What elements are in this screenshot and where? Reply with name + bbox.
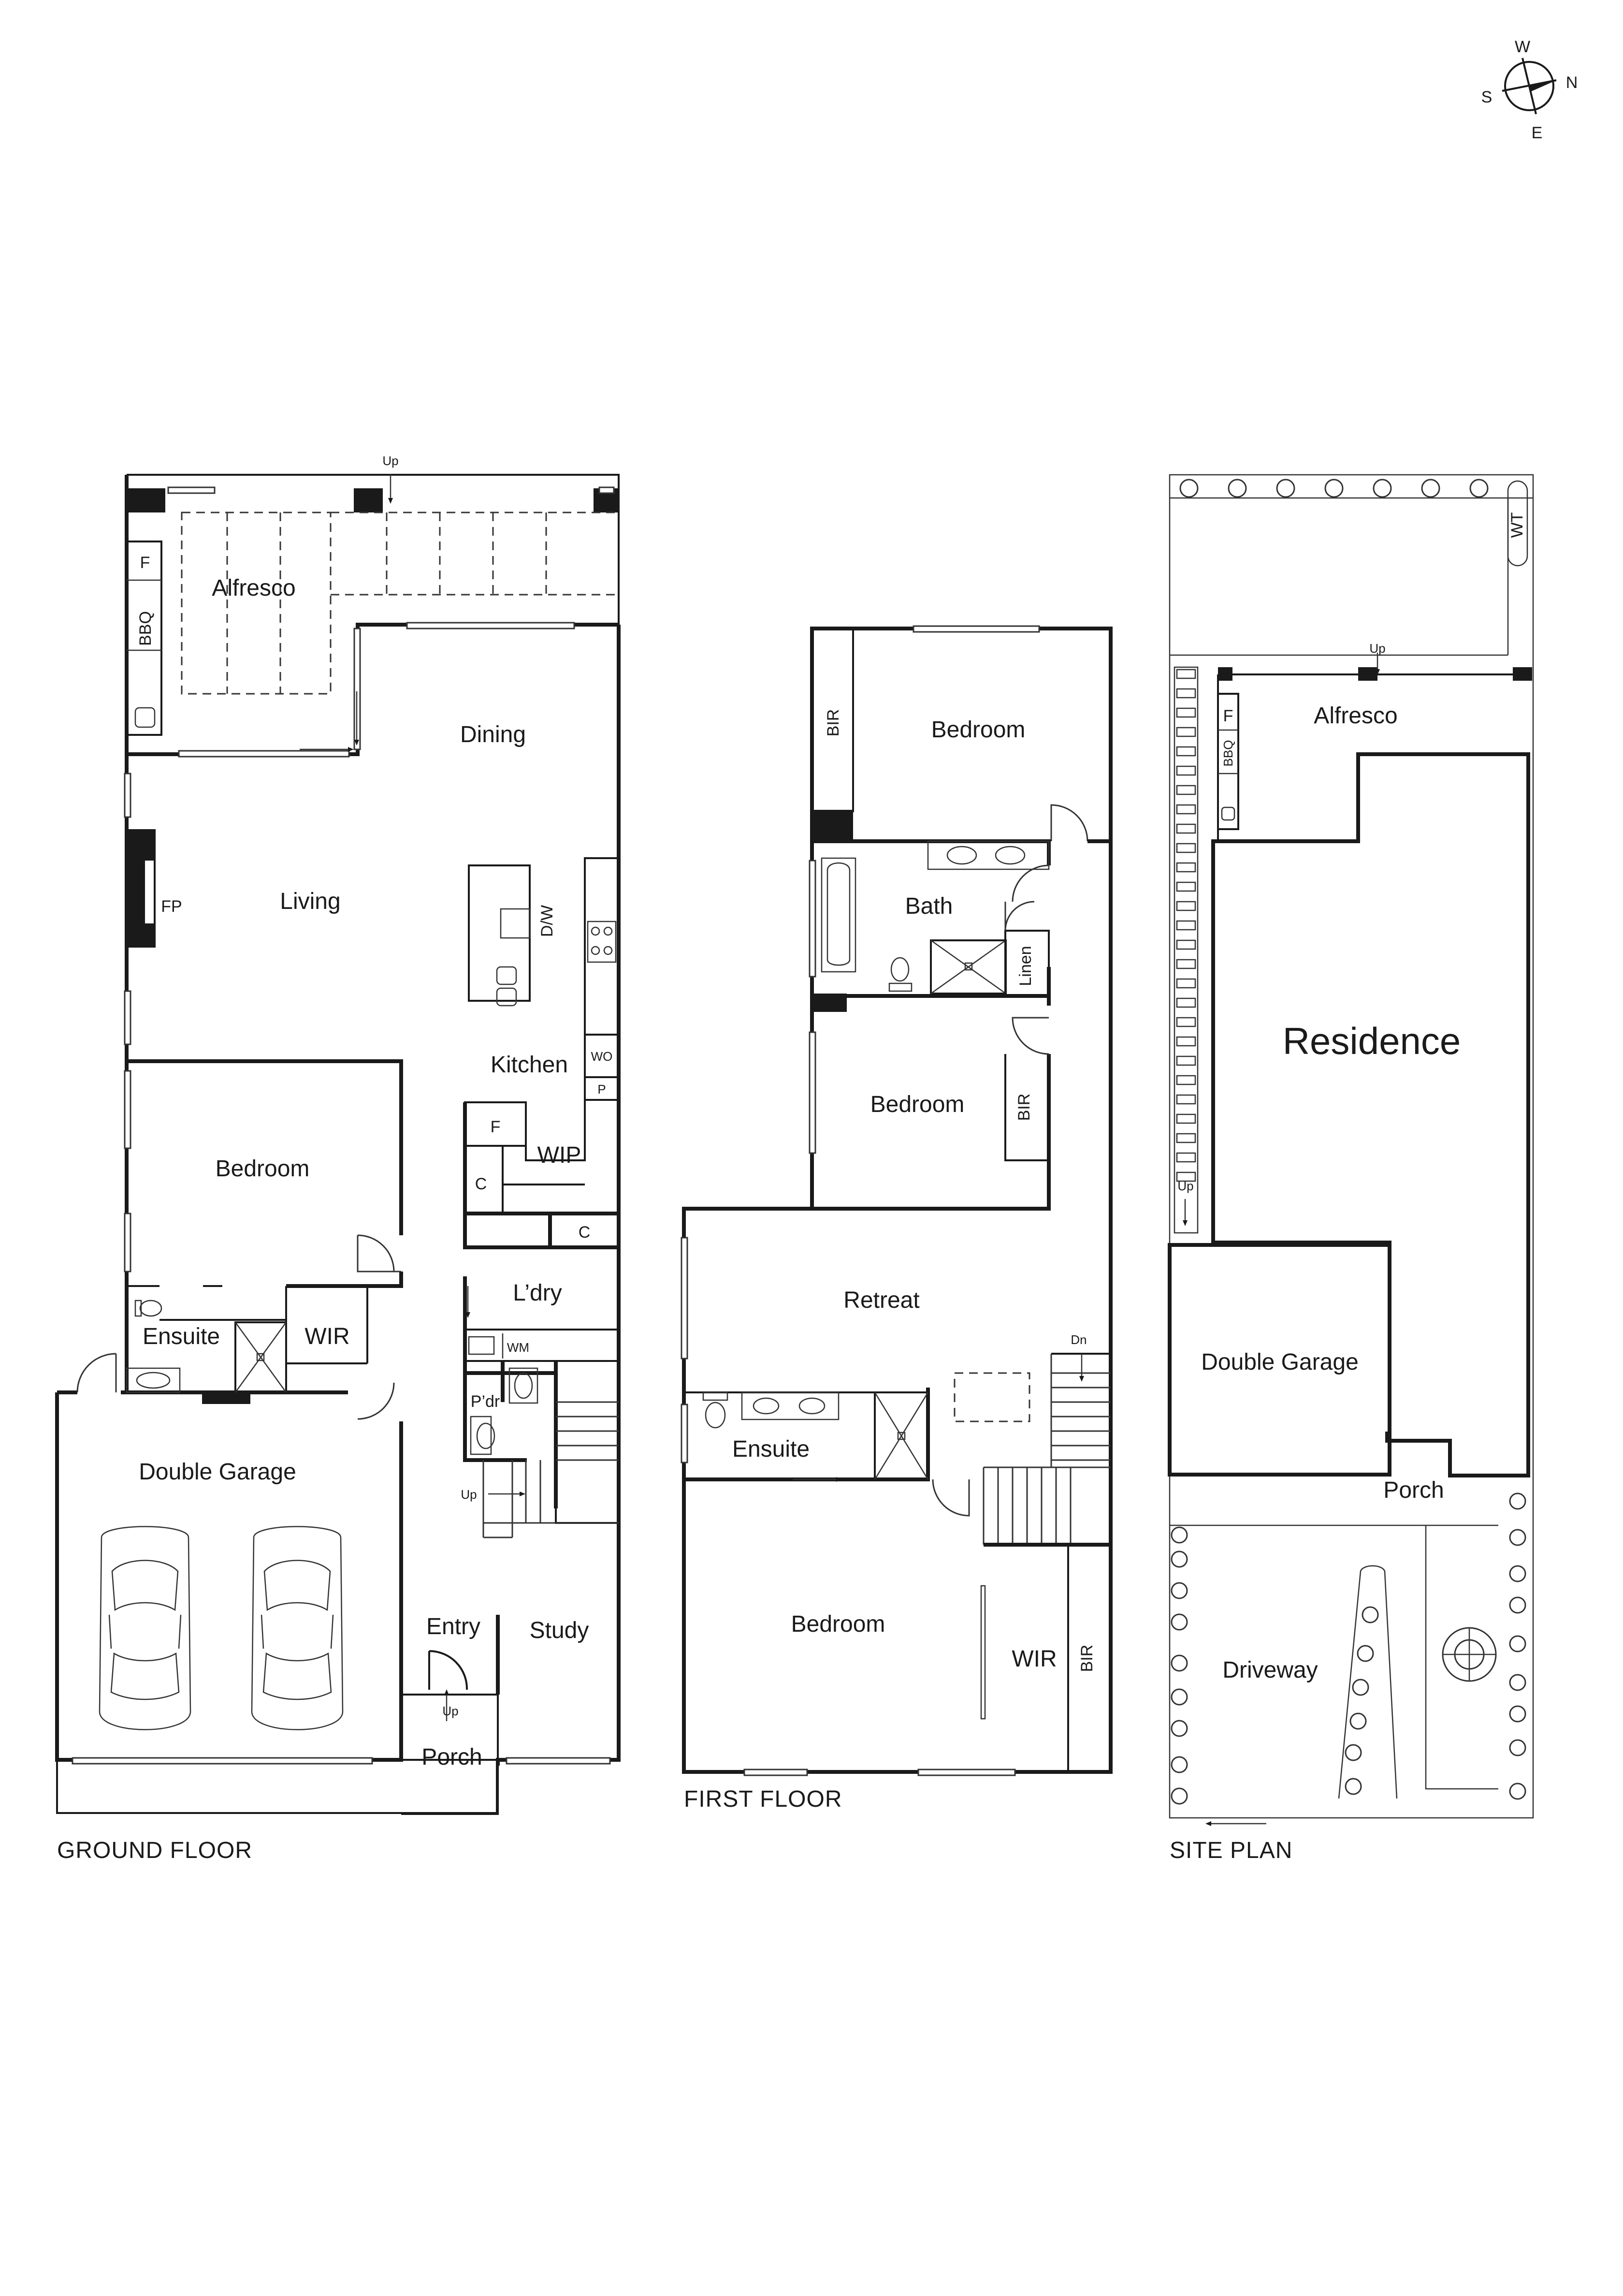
wip-fridge-label: F — [491, 1118, 501, 1136]
room-bedroom-1: Bedroom — [931, 717, 1026, 743]
room-wir-ff: WIR — [1012, 1646, 1057, 1672]
cupboard-label-2: C — [579, 1223, 591, 1242]
room-ensuite-ff: Ensuite — [732, 1436, 810, 1462]
water-tank-label: WT — [1508, 512, 1526, 538]
site-porch-label: Porch — [1383, 1477, 1444, 1503]
room-wip: WIP — [537, 1142, 581, 1168]
bir-label-3: BIR — [1078, 1645, 1096, 1672]
room-entry: Entry — [426, 1614, 480, 1639]
gf-stairs-up-label: Up — [461, 1487, 477, 1502]
cupboard-label-1: C — [475, 1175, 487, 1193]
site-path-up-label: Up — [1177, 1179, 1193, 1193]
residence-label: Residence — [1283, 1020, 1461, 1062]
first-floor-stairs — [983, 1353, 1111, 1545]
dishwasher-label: D/W — [538, 905, 556, 937]
bir-label-1: BIR — [824, 709, 842, 737]
room-alfresco: Alfresco — [212, 575, 295, 601]
site-alfresco-label: Alfresco — [1314, 703, 1397, 729]
bbq-label: BBQ — [136, 611, 155, 646]
room-retreat: Retreat — [843, 1287, 919, 1313]
room-living: Living — [280, 889, 340, 914]
compass-west: W — [1515, 38, 1530, 56]
shrub-icon — [1171, 1526, 1188, 1805]
site-bbq-label: BBQ — [1221, 740, 1235, 767]
room-study: Study — [530, 1618, 589, 1643]
driveway-label: Driveway — [1222, 1657, 1318, 1683]
pantry-label: P — [597, 1082, 606, 1097]
compass-north: N — [1566, 73, 1578, 92]
shrub-icon — [1509, 1492, 1526, 1800]
first-floor-caption: FIRST FLOOR — [684, 1786, 842, 1812]
alfresco-fridge-label: F — [140, 554, 150, 572]
room-powder: P’dr — [471, 1392, 500, 1411]
room-ensuite: Ensuite — [143, 1324, 220, 1349]
ground-floor-caption: GROUND FLOOR — [57, 1838, 252, 1863]
room-double-garage: Double Garage — [139, 1459, 296, 1485]
car-icon — [99, 1526, 191, 1730]
ground-floor-stairs — [482, 1360, 620, 1538]
site-plan-caption: SITE PLAN — [1170, 1838, 1292, 1863]
bir-label-2: BIR — [1015, 1094, 1033, 1121]
shrub-icon — [1345, 1606, 1379, 1795]
compass-east: E — [1532, 124, 1543, 142]
washing-machine-label: WM — [507, 1340, 529, 1355]
room-bedroom: Bedroom — [216, 1156, 310, 1182]
site-fridge-label: F — [1223, 707, 1233, 725]
ff-stairs-down-label: Dn — [1071, 1332, 1087, 1347]
room-bedroom-2: Bedroom — [870, 1092, 965, 1117]
room-kitchen: Kitchen — [491, 1052, 568, 1078]
compass-south: S — [1481, 88, 1493, 106]
room-laundry: L’dry — [513, 1280, 562, 1306]
alfresco-up-label: Up — [382, 453, 398, 468]
room-porch: Porch — [421, 1744, 482, 1770]
fireplace-label: FP — [161, 897, 182, 916]
site-alfresco-up-label: Up — [1369, 641, 1385, 656]
compass: W N S E — [1481, 38, 1578, 142]
room-dining: Dining — [460, 722, 526, 747]
ground-floor-plan: F BBQ Up FP D/W — [55, 453, 621, 1863]
first-floor-plan: BIR Linen BIR — [681, 625, 1113, 1812]
linen-label: Linen — [1016, 946, 1035, 986]
room-wir: WIR — [304, 1324, 349, 1349]
car-icon — [251, 1526, 344, 1730]
site-garage-label: Double Garage — [1201, 1349, 1359, 1375]
site-plan: WT — [1168, 474, 1534, 1863]
tree-icon — [1179, 479, 1489, 498]
room-bath: Bath — [905, 893, 953, 919]
wall-oven-label: WO — [591, 1049, 613, 1064]
side-path-pavers — [1176, 669, 1196, 1182]
room-bedroom-3: Bedroom — [791, 1611, 885, 1637]
large-tree-icon — [1442, 1627, 1497, 1682]
entry-up-label: Up — [442, 1704, 458, 1718]
